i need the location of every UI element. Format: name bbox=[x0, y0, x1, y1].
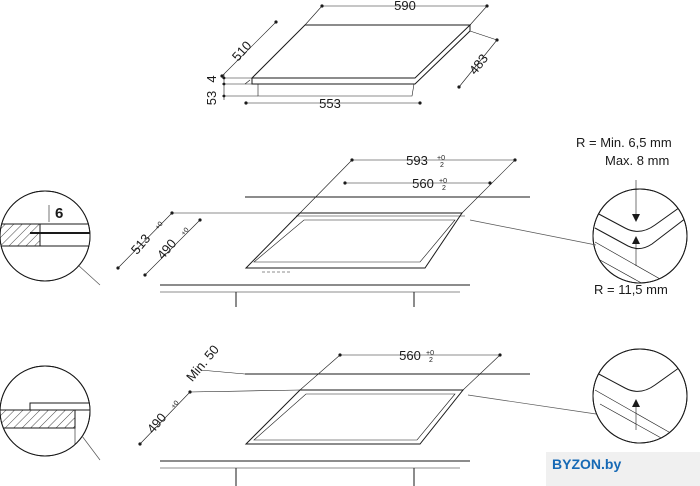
svg-text:+0: +0 bbox=[437, 155, 445, 162]
worktop-standard bbox=[160, 373, 530, 486]
dim-510-label: 510 bbox=[229, 38, 255, 64]
svg-text:2: 2 bbox=[429, 357, 433, 364]
hob-top-view bbox=[244, 24, 472, 97]
svg-text:+0: +0 bbox=[180, 227, 191, 238]
svg-text:+0: +0 bbox=[170, 400, 181, 411]
detail-corner-radius bbox=[592, 180, 688, 284]
detail-standard-edge bbox=[0, 365, 91, 457]
worktop-flush bbox=[160, 196, 530, 307]
dim-6-label: 6 bbox=[55, 205, 63, 222]
svg-text:2: 2 bbox=[440, 162, 444, 169]
dim-4-label: 4 bbox=[204, 75, 219, 82]
dimension-483: 483 bbox=[457, 30, 499, 89]
watermark-text: BYZON.by bbox=[552, 456, 621, 472]
dimension-4-53: 4 53 bbox=[204, 74, 258, 105]
radius-max-label: Max. 8 mm bbox=[605, 153, 669, 168]
dim-513-label: 513 bbox=[128, 231, 153, 257]
dim-593-label: 593 bbox=[406, 153, 428, 168]
svg-text:+0: +0 bbox=[154, 221, 165, 232]
dimension-590: 590 bbox=[304, 0, 489, 26]
dim-490-flush-label: 490 bbox=[154, 236, 179, 262]
dimension-593: 593 +0 2 bbox=[299, 153, 517, 214]
dimension-510: 510 bbox=[220, 20, 278, 78]
dimension-560-flush: 560 +0 2 bbox=[343, 176, 492, 192]
svg-text:+0: +0 bbox=[426, 350, 434, 357]
dim-560-standard-label: 560 bbox=[399, 348, 421, 363]
dimension-min-50: Min. 50 bbox=[183, 342, 246, 384]
dim-553-label: 553 bbox=[319, 96, 341, 111]
dim-min50-label: Min. 50 bbox=[183, 342, 222, 384]
detail-flush-recess: 6 bbox=[0, 190, 91, 282]
dimension-490-standard: 490 +0 bbox=[138, 389, 301, 446]
dim-53-label: 53 bbox=[204, 91, 219, 105]
watermark: BYZON.by bbox=[546, 452, 700, 486]
dimension-490-flush: 490 +0 bbox=[143, 218, 202, 277]
dimension-553: 553 bbox=[244, 96, 422, 111]
standard-cutout bbox=[244, 389, 465, 445]
dim-590-label: 590 bbox=[394, 0, 416, 13]
dim-490-standard-label: 490 bbox=[144, 410, 169, 436]
radius-min-label: R = Min. 6,5 mm bbox=[576, 135, 672, 150]
flush-cutout bbox=[244, 212, 465, 273]
dim-560-flush-label: 560 bbox=[412, 176, 434, 191]
radius-outer-label: R = 11,5 mm bbox=[594, 282, 668, 297]
detail-standard-corner bbox=[592, 348, 688, 444]
svg-text:2: 2 bbox=[442, 185, 446, 192]
dimension-560-standard: 560 +0 2 bbox=[299, 348, 502, 391]
svg-text:+0: +0 bbox=[439, 178, 447, 185]
